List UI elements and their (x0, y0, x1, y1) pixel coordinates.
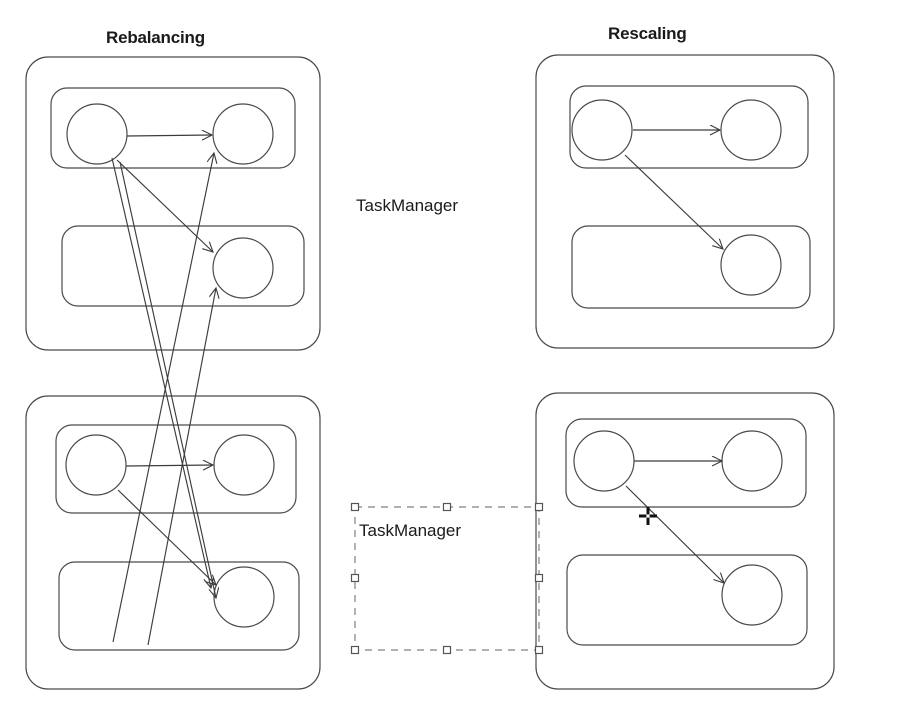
subtask-circle[interactable] (66, 103, 128, 165)
taskmanager-panel-rescaling-top (535, 54, 835, 349)
edges-layer (111, 130, 724, 646)
subtask-circle[interactable] (571, 99, 633, 161)
taskmanager-outer-box[interactable] (535, 392, 835, 690)
taskmanager-outer-box[interactable] (25, 395, 321, 690)
selection-handle-bottom-left[interactable] (350, 645, 360, 655)
subtask-circle[interactable] (721, 564, 783, 626)
subtask-circle[interactable] (213, 566, 275, 628)
selection-handle-middle-left[interactable] (350, 573, 360, 583)
task-slot-slot-1 (50, 87, 296, 169)
taskmanager-panel-rebalancing-top (25, 56, 321, 351)
taskmanager-panel-rescaling-bottom (535, 392, 835, 690)
task-slot-box[interactable] (569, 85, 809, 169)
selection-handle-top-center[interactable] (442, 502, 452, 512)
dataflow-arrow-e12[interactable] (625, 485, 724, 583)
task-slot-slot-2 (58, 561, 300, 651)
subtask-circle[interactable] (212, 237, 274, 299)
panels-layer (25, 54, 835, 690)
subtask-circle[interactable] (721, 430, 783, 492)
dataflow-arrow-e1[interactable] (126, 135, 212, 136)
dataflow-arrow-e4[interactable] (147, 288, 216, 646)
selection-handle-middle-right[interactable] (534, 573, 544, 583)
dataflow-arrow-e10[interactable] (624, 154, 723, 249)
selection-handle-bottom-right[interactable] (534, 645, 544, 655)
selection-handle-bottom-center[interactable] (442, 645, 452, 655)
task-slot-slot-2 (571, 225, 811, 309)
subtask-circle[interactable] (720, 99, 782, 161)
task-slot-box[interactable] (566, 554, 808, 646)
subtask-circle[interactable] (720, 234, 782, 296)
task-slot-box[interactable] (55, 424, 297, 514)
selection-handle-top-right[interactable] (534, 502, 544, 512)
selection-rectangle[interactable] (350, 502, 544, 655)
taskmanager-panel-rebalancing-bottom (25, 395, 321, 690)
task-slot-slot-1 (569, 85, 809, 169)
task-slot-box[interactable] (61, 225, 305, 307)
dataflow-arrow-e8[interactable] (117, 489, 216, 585)
dataflow-arrow-e6[interactable] (111, 157, 211, 588)
task-slot-box[interactable] (58, 561, 300, 651)
selection-handle-top-left[interactable] (350, 502, 360, 512)
task-slot-box[interactable] (50, 87, 296, 169)
subtask-circle[interactable] (573, 430, 635, 492)
column-title-rescaling: Rescaling (608, 24, 687, 43)
dataflow-arrow-e7[interactable] (125, 465, 213, 466)
move-crosshair-cursor (639, 507, 657, 525)
dataflow-arrow-e2[interactable] (116, 159, 213, 252)
taskmanager-label-bottom[interactable]: TaskManager (359, 521, 462, 540)
subtask-circle[interactable] (65, 434, 127, 496)
dataflow-arrow-e3[interactable] (112, 153, 214, 643)
taskmanager-label-top: TaskManager (356, 196, 459, 215)
taskmanager-outer-box[interactable] (535, 54, 835, 349)
subtask-circle[interactable] (212, 103, 274, 165)
task-slot-slot-2 (61, 225, 305, 307)
column-title-rebalancing: Rebalancing (106, 28, 205, 47)
task-slot-slot-2 (566, 554, 808, 646)
task-slot-slot-1 (565, 418, 807, 508)
crosshair-center-gap (646, 514, 650, 518)
task-slot-box[interactable] (565, 418, 807, 508)
task-slot-box[interactable] (571, 225, 811, 309)
subtask-circle[interactable] (213, 434, 275, 496)
move-crosshair-cursor (639, 507, 657, 525)
dataflow-arrow-e5[interactable] (119, 161, 216, 598)
